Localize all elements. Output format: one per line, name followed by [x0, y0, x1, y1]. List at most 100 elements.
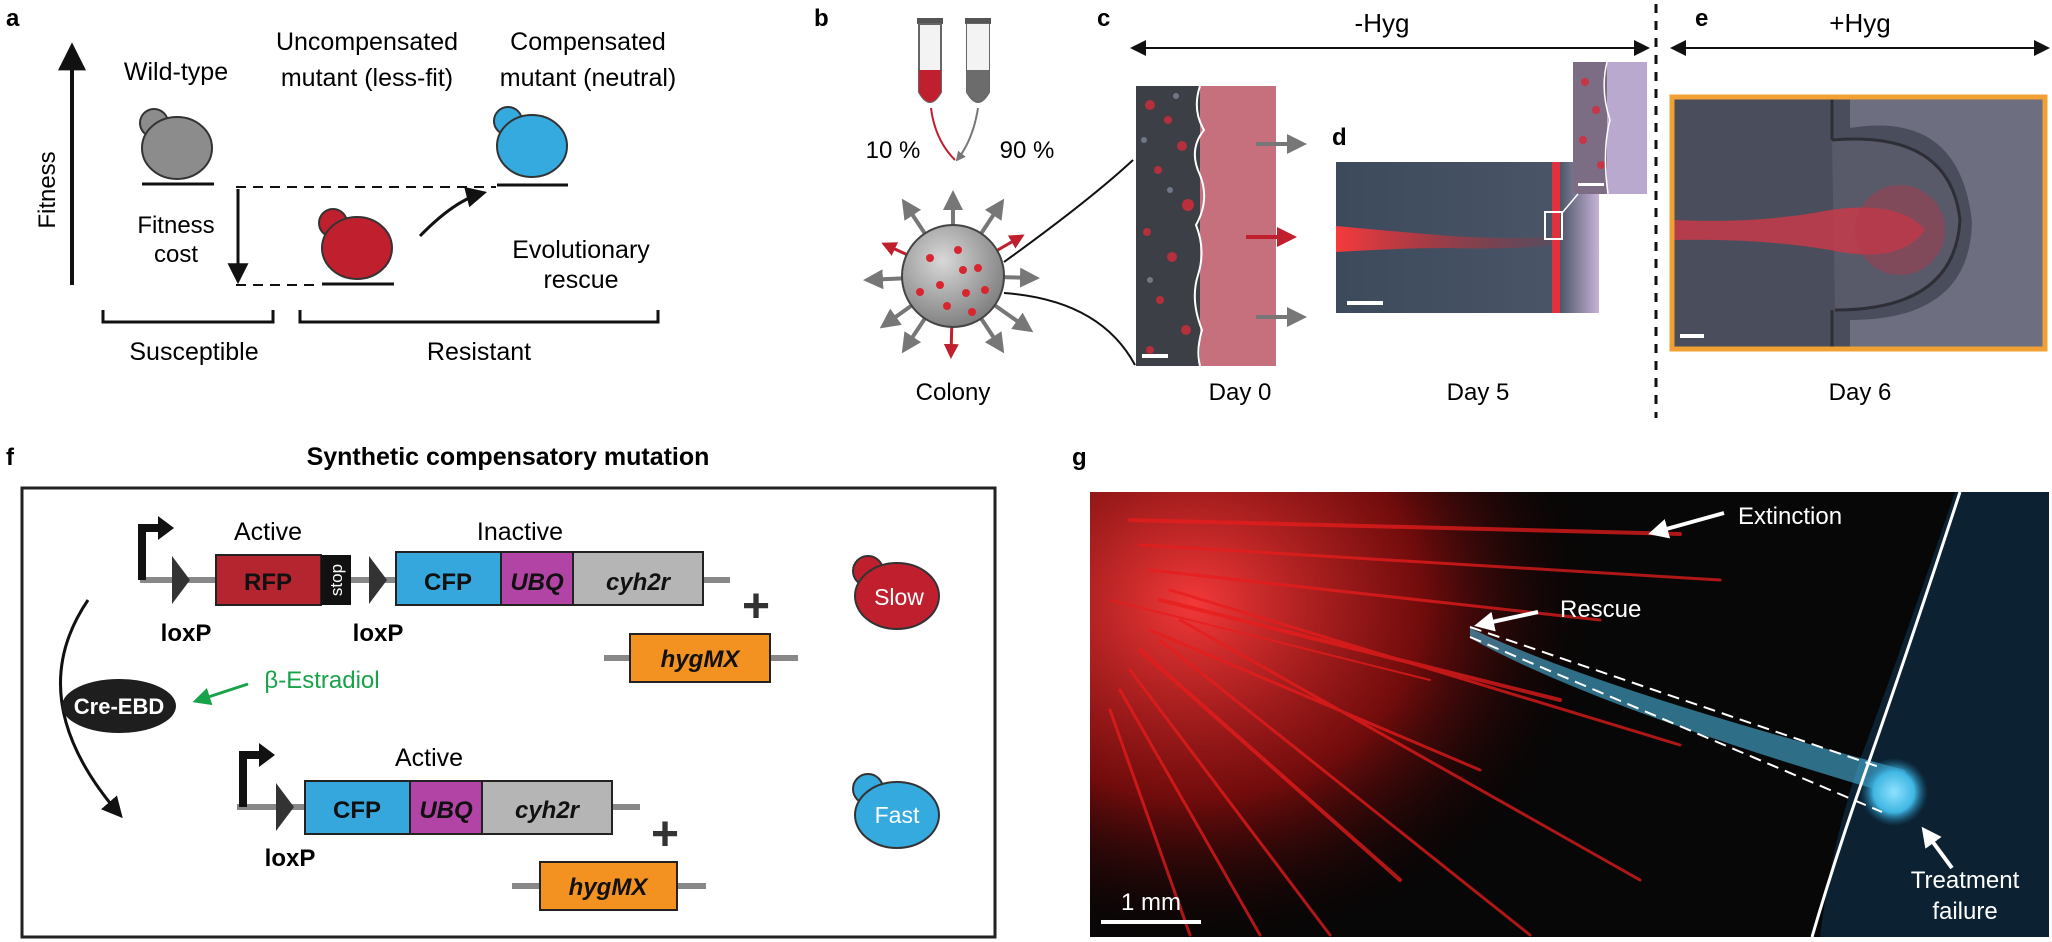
extinction-label: Extinction: [1738, 503, 1842, 530]
panel-letter-e: e: [1695, 5, 1708, 32]
loxp-label-bottom: loxP: [265, 845, 316, 872]
panel-c: c -Hyg Day 0: [1097, 5, 1650, 406]
compensated-cell-icon: [493, 106, 568, 187]
susceptible-label: Susceptible: [129, 338, 258, 366]
hygmx-block-bottom: [539, 861, 678, 911]
cyh2r-gene-block-top: [572, 551, 704, 606]
top-active-label: Active: [234, 518, 302, 546]
cyh2r-label-bottom: cyh2r: [515, 797, 581, 824]
red-mix-line: [930, 107, 956, 161]
fitness-axis-label: Fitness: [34, 151, 61, 228]
colony-expansion-diagram: [863, 190, 1040, 359]
minus-hyg-bar-left-cap: [1130, 40, 1146, 56]
panel-letter-a: a: [6, 5, 20, 32]
ubq-gene-block-bottom: [409, 780, 483, 835]
loxp-site-2-icon: [369, 556, 387, 604]
plus-hyg-label: +Hyg: [1829, 8, 1890, 38]
panel-letter-c: c: [1097, 5, 1110, 32]
stop-block: [321, 555, 351, 605]
treatment-failure-label-1: Treatment: [1911, 867, 2020, 894]
estradiol-arrow: [192, 682, 249, 706]
panel-letter-b: b: [814, 5, 829, 32]
scale-bar-label: 1 mm: [1121, 889, 1181, 916]
grey-culture-tube-icon: [965, 18, 991, 103]
fitness-cost-label-1: Fitness: [137, 212, 214, 239]
stop-label: stop: [327, 564, 346, 596]
slow-label: Slow: [874, 584, 924, 610]
hygmx-label-top: hygMX: [661, 646, 742, 673]
cfp-gene-block-bottom: [304, 780, 411, 835]
treatment-failure-arrow: [1921, 826, 1954, 870]
panel-f: f Synthetic compensatory mutation Active…: [6, 443, 997, 939]
panel-b: b 10 % 90 %: [814, 5, 1136, 406]
recombination-arrow: [59, 599, 123, 819]
loxp-label-1: loxP: [161, 620, 212, 647]
hygmx-block-top: [629, 633, 771, 683]
hygmx-label-bottom: hygMX: [569, 874, 650, 901]
plus-hyg-bar-right-cap: [2034, 40, 2050, 56]
rescue-arrow: [418, 186, 488, 238]
bottom-active-label: Active: [395, 744, 463, 772]
estradiol-label: β-Estradiol: [264, 667, 379, 694]
cre-ebd-label: Cre-EBD: [74, 694, 164, 719]
uncompensated-label-2: mutant (less-fit): [281, 64, 453, 92]
day6-orange-frame: [1669, 94, 2048, 352]
inactive-label: Inactive: [477, 518, 563, 546]
panel-letter-g: g: [1072, 444, 1087, 471]
treatment-failure-label-2: failure: [1932, 898, 1997, 925]
bottom-promoter-arrow-stem: [239, 751, 263, 807]
day5-label: Day 5: [1447, 379, 1510, 406]
wild-type-label: Wild-type: [124, 58, 228, 86]
compensated-label-2: mutant (neutral): [500, 64, 676, 92]
fast-cell-icon: Fast: [852, 773, 940, 849]
cre-ebd-oval: [62, 679, 176, 733]
slow-cell-icon: Slow: [852, 555, 940, 630]
day0-label: Day 0: [1209, 379, 1272, 406]
extinction-arrow: [1648, 511, 1725, 539]
loxp-site-1-icon: [172, 556, 190, 604]
ubq-gene-block-top: [500, 551, 574, 606]
day6-label: Day 6: [1829, 379, 1892, 406]
panel-d: d Day 5: [1332, 61, 1647, 406]
panel-letter-d: d: [1332, 124, 1347, 151]
day5-inset-micrograph: [1561, 61, 1647, 214]
minus-hyg-bar-right-cap: [1634, 40, 1650, 56]
rescue-arrow-g: [1474, 610, 1539, 632]
evolutionary-rescue-label-2: rescue: [543, 266, 618, 294]
cyh2r-label-top: cyh2r: [606, 569, 672, 596]
wild-type-cell-icon: [139, 108, 214, 186]
ubq-label-top: UBQ: [510, 569, 564, 596]
rfp-gene-block: [215, 554, 322, 606]
day0-micrograph: [1136, 86, 1276, 366]
loxp-label-2: loxP: [353, 620, 404, 647]
zoom-line-top: [1003, 159, 1134, 263]
cfp-label-bottom: CFP: [333, 797, 381, 824]
bottom-promoter-arrow-icon: [259, 743, 275, 767]
panel-e: e +Hyg Day 6: [1669, 5, 2050, 406]
compensated-label-1: Compensated: [510, 28, 666, 56]
cyh2r-gene-block-bottom: [481, 780, 613, 835]
top-promoter-arrow-icon: [158, 516, 174, 540]
percent-90-label: 90 %: [1000, 137, 1055, 164]
top-promoter-arrow-stem: [138, 524, 162, 580]
panel-f-title: Synthetic compensatory mutation: [307, 443, 710, 471]
resistant-label: Resistant: [427, 338, 531, 366]
panel-g: g: [1072, 444, 2049, 937]
fast-label: Fast: [875, 802, 920, 828]
evolutionary-rescue-label-1: Evolutionary: [512, 236, 650, 264]
day5-micrograph: [1336, 162, 1599, 313]
panel-letter-f: f: [6, 444, 15, 471]
plus-hyg-bar-left-cap: [1670, 40, 1686, 56]
uncompensated-label-1: Uncompensated: [276, 28, 458, 56]
uncompensated-cell-icon: [318, 208, 394, 286]
fitness-cost-label-2: cost: [154, 241, 198, 268]
day6-micrograph: [1672, 97, 2045, 349]
plus-sign-bottom: +: [651, 808, 679, 861]
panel-a: a Fitness Wild-type Uncompensated mutant…: [6, 5, 676, 366]
grey-mix-line: [955, 107, 979, 162]
cfp-gene-block-top: [395, 551, 502, 606]
red-culture-tube-icon: [917, 18, 943, 103]
rfp-label: RFP: [244, 569, 292, 596]
percent-10-label: 10 %: [866, 137, 921, 164]
cfp-label-top: CFP: [424, 569, 472, 596]
